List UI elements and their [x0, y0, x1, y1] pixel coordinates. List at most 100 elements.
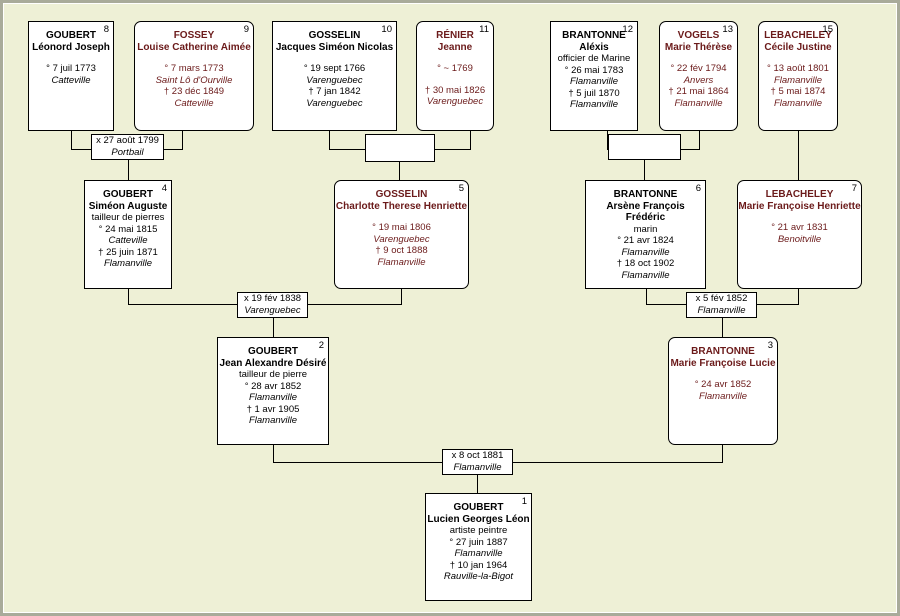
sosa-number: 4	[161, 183, 167, 194]
marriage-date: x 19 fév 1838	[243, 293, 302, 304]
occupation: tailleur de pierre	[238, 369, 308, 380]
sosa-number: 5	[458, 183, 464, 194]
marriage-place: Varenguebec	[244, 304, 301, 316]
person-6[interactable]: 6 BRANTONNE Arsène François Frédéric mar…	[585, 180, 706, 289]
death-date: † 10 jan 1964	[449, 559, 508, 571]
marriage-place: Portbail	[111, 146, 144, 158]
death-date: † 23 déc 1849	[163, 86, 225, 97]
person-2[interactable]: 2 GOUBERT Jean Alexandre Désiré tailleur…	[217, 337, 329, 445]
marriage-date: x 5 fév 1852	[695, 293, 748, 304]
birth-place: Varenguebec	[306, 74, 363, 86]
birth-date: ° 21 avr 1824	[617, 235, 674, 246]
death-date: † 7 jan 1842	[308, 86, 361, 97]
death-place: Varenguebec	[306, 97, 363, 109]
sosa-number: 2	[318, 340, 324, 351]
birth-place: Varenguebec	[373, 233, 430, 245]
birth-place: Saint Lô d'Ourville	[155, 74, 233, 86]
surname: GOUBERT	[453, 502, 504, 513]
given-names: Arsène François Frédéric	[606, 200, 685, 224]
birth-date: ° 28 avr 1852	[244, 380, 302, 392]
person-3[interactable]: 3 BRANTONNE Marie Françoise Lucie ° 24 a…	[668, 337, 778, 445]
birth-date: ° 7 mars 1773	[164, 63, 224, 74]
occupation: artiste peintre	[449, 525, 508, 536]
marriage-12-13	[608, 134, 681, 160]
given-names: Léonord Joseph	[32, 41, 110, 53]
death-date: † 21 mai 1864	[668, 86, 729, 97]
surname: FOSSEY	[173, 30, 215, 41]
sosa-number: 15	[822, 24, 833, 35]
person-1[interactable]: 1 GOUBERT Lucien Georges Léon artiste pe…	[425, 493, 532, 601]
birth-place: Flamanville	[621, 246, 670, 258]
birth-place: Anvers	[683, 74, 714, 86]
marriage-place: Flamanville	[697, 304, 746, 316]
birth-date: ° 26 mai 1783	[564, 64, 624, 76]
death-place: Flamanville	[248, 415, 298, 426]
birth-place: Flamanville	[698, 390, 748, 402]
birth-place: Benoitville	[777, 233, 822, 245]
given-names: Marie Françoise Lucie	[670, 357, 776, 369]
given-names: Aléxis	[579, 41, 609, 53]
surname: GOUBERT	[46, 30, 96, 41]
surname: RÉNIER	[436, 30, 474, 41]
death-place: Flamanville	[773, 97, 823, 109]
person-10[interactable]: 10 GOSSELIN Jacques Siméon Nicolas ° 19 …	[272, 21, 397, 131]
person-5[interactable]: 5 GOSSELIN Charlotte Therese Henriette °…	[334, 180, 469, 289]
death-date: † 5 mai 1874	[770, 86, 826, 97]
sosa-number: 6	[695, 183, 701, 194]
sosa-number: 3	[767, 340, 773, 351]
marriage-date: x 27 août 1799	[96, 135, 159, 146]
sosa-number: 7	[851, 183, 857, 194]
death-date: † 30 mai 1826	[424, 84, 486, 96]
person-9[interactable]: 9 FOSSEY Louise Catherine Aimée ° 7 mars…	[134, 21, 254, 131]
birth-place: Flamanville	[454, 548, 503, 559]
given-names: Jean Alexandre Désiré	[219, 357, 327, 369]
given-names: Charlotte Therese Henriette	[335, 200, 468, 212]
sosa-number: 1	[521, 496, 527, 507]
sosa-number: 12	[622, 24, 633, 35]
death-place: Flamanville	[674, 97, 723, 109]
marriage-place: Flamanville	[453, 461, 502, 473]
birth-date: ° 7 juil 1773	[46, 63, 96, 74]
surname: BRANTONNE	[562, 30, 626, 41]
birth-date: ° 24 mai 1815	[98, 223, 158, 235]
person-4[interactable]: 4 GOUBERT Siméon Auguste tailleur de pie…	[84, 180, 172, 289]
birth-date: ° 19 mai 1806	[372, 222, 431, 233]
birth-date: ° ~ 1769	[437, 63, 473, 74]
birth-place: Flamanville	[248, 392, 298, 403]
person-8[interactable]: 8 GOUBERT Léonord Joseph ° 7 juil 1773 C…	[28, 21, 114, 131]
marriage-date: x 8 oct 1881	[451, 450, 504, 461]
birth-place: Catteville	[51, 74, 91, 86]
death-date: † 18 oct 1902	[616, 258, 675, 269]
surname: BRANTONNE	[613, 189, 678, 200]
surname: LEBACHELEY	[764, 30, 832, 41]
birth-date: ° 13 août 1801	[767, 63, 829, 74]
sosa-number: 11	[479, 24, 489, 35]
surname: GOUBERT	[248, 346, 298, 357]
given-names: Jacques Siméon Nicolas	[275, 41, 394, 53]
given-names: Cécile Justine	[764, 41, 832, 53]
surname: GOUBERT	[103, 189, 153, 200]
death-place: Flamanville	[569, 99, 619, 110]
given-names: Louise Catherine Aimée	[137, 41, 251, 53]
person-13[interactable]: 13 VOGELS Marie Thérèse ° 22 fév 1794 An…	[659, 21, 738, 131]
birth-place: Flamanville	[569, 76, 619, 87]
person-11[interactable]: 11 RÉNIER Jeanne ° ~ 1769 † 30 mai 1826 …	[416, 21, 494, 131]
birth-place: Flamanville	[773, 74, 823, 86]
death-place: Flamanville	[103, 258, 153, 269]
sosa-number: 10	[381, 24, 392, 35]
person-7[interactable]: 7 LEBACHELEY Marie Françoise Henriette °…	[737, 180, 862, 289]
person-15[interactable]: 15 LEBACHELEY Cécile Justine ° 13 août 1…	[758, 21, 838, 131]
death-place: Rauville-la-Bigot	[443, 571, 514, 582]
surname: LEBACHELEY	[765, 189, 834, 200]
death-date: † 9 oct 1888	[375, 245, 428, 256]
marriage-10-11	[365, 134, 435, 162]
birth-date: ° 19 sept 1766	[303, 63, 366, 74]
death-place: Varenguebec	[426, 96, 484, 107]
birth-place: Catteville	[108, 235, 148, 246]
death-place: Flamanville	[377, 256, 426, 268]
surname: GOSSELIN	[375, 189, 428, 200]
sosa-number: 8	[103, 24, 109, 35]
person-12[interactable]: 12 BRANTONNE Aléxis officier de Marine °…	[550, 21, 638, 131]
birth-date: ° 27 juin 1887	[449, 536, 508, 548]
